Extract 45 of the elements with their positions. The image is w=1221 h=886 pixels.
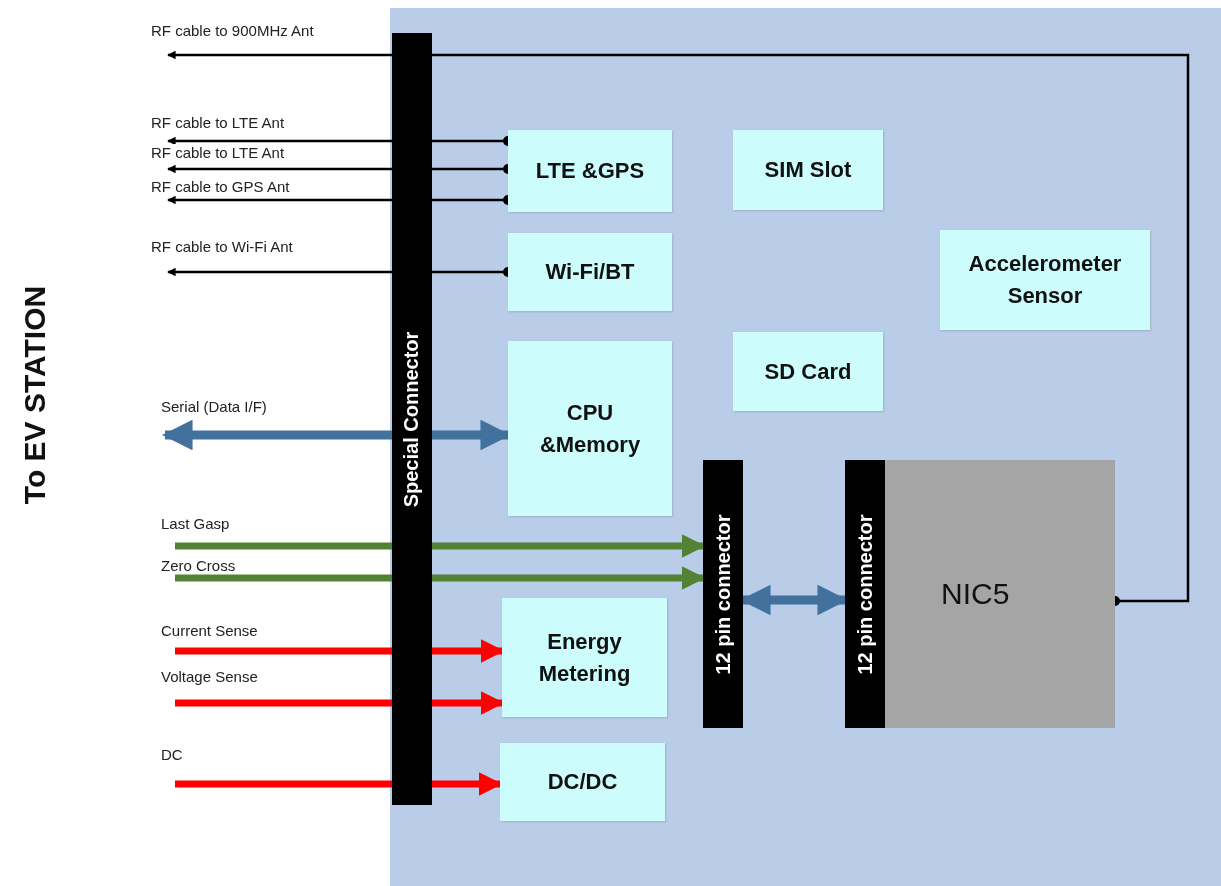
connector-label: Special Connector: [400, 331, 424, 507]
board-panel: [390, 8, 1221, 886]
edge-label: Voltage Sense: [160, 668, 259, 685]
module-box: [940, 230, 1150, 330]
module-label: DC/DC: [546, 768, 619, 797]
edge-label: RF cable to GPS Ant: [150, 178, 291, 195]
module-label: Wi-Fi/BT: [544, 258, 636, 287]
module-box: [733, 130, 883, 210]
connector-bar: [392, 33, 432, 805]
arrow: [432, 772, 503, 796]
module-label: NIC5: [941, 577, 1010, 611]
module-label: SIM Slot: [763, 156, 853, 185]
side-label: To EV STATION: [18, 285, 53, 505]
module-box: [508, 130, 672, 212]
module-label: Energy Metering: [537, 627, 632, 688]
arrow: [167, 195, 392, 205]
module-label: CPU &Memory: [538, 398, 642, 459]
connector-label: 12 pin connector: [853, 514, 877, 674]
module-label: SD Card: [763, 357, 853, 386]
edge-label: RF cable to LTE Ant: [150, 144, 286, 161]
arrow: [432, 691, 505, 715]
module-box: [508, 341, 672, 516]
connector-bar: [845, 460, 885, 728]
connector-bar: [703, 460, 743, 728]
module-label: LTE &GPS: [534, 157, 646, 186]
module-box: [733, 332, 883, 411]
module-box: [500, 743, 665, 821]
module-box: [502, 598, 667, 717]
edge-label: RF cable to LTE Ant: [150, 114, 286, 131]
arrow: [432, 566, 706, 590]
arrow: [167, 50, 392, 60]
arrow: [432, 639, 505, 663]
module-box: [508, 233, 672, 311]
connector-line: [432, 53, 1190, 606]
connector-label: 12 pin connector: [711, 514, 735, 674]
edge-label: Serial (Data I/F): [160, 398, 268, 415]
edge-label: RF cable to 900MHz Ant: [150, 22, 315, 39]
arrow: [167, 267, 392, 277]
module-box: [885, 460, 1115, 728]
module-label: Accelerometer Sensor: [967, 250, 1123, 310]
edge-label: RF cable to Wi-Fi Ant: [150, 238, 294, 255]
arrow: [432, 534, 706, 558]
arrow: [161, 419, 392, 451]
arrow: [167, 164, 392, 174]
arrow: [167, 136, 392, 146]
